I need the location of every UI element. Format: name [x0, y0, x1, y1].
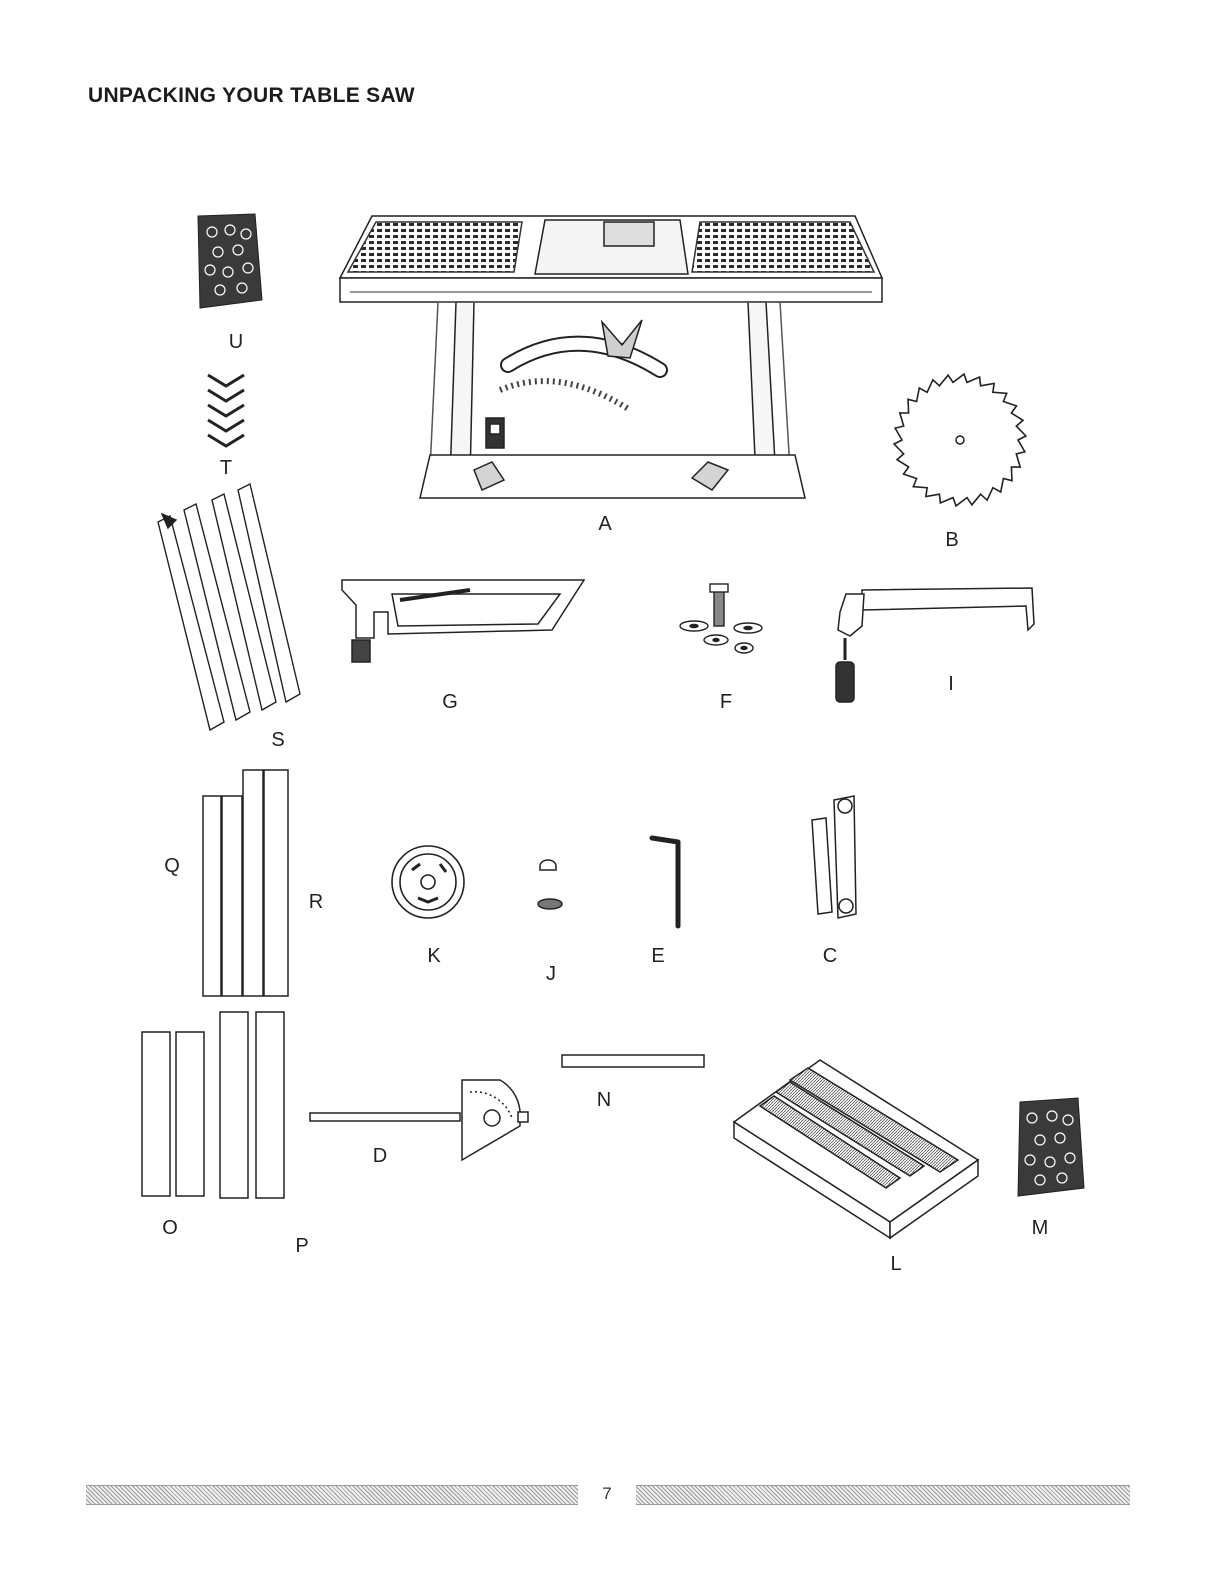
footer-rule-left — [86, 1485, 578, 1505]
part-label-p: P — [295, 1235, 308, 1257]
part-i-rip-fence-drawing — [835, 587, 1035, 703]
part-n-bar-drawing — [561, 1054, 705, 1068]
part-label-n: N — [597, 1089, 611, 1111]
part-label-g: G — [442, 691, 458, 713]
part-label-q: Q — [164, 855, 180, 877]
part-g-blade-guard-drawing — [341, 579, 586, 663]
part-s-legs-drawing — [157, 482, 301, 732]
part-label-m: M — [1032, 1217, 1049, 1239]
part-j-nut-washer-drawing — [537, 859, 563, 910]
part-f-hardware-drawing — [679, 583, 763, 654]
part-l-extension-table-drawing — [732, 1059, 980, 1240]
part-label-t: T — [220, 457, 232, 479]
part-label-a: A — [598, 513, 612, 535]
part-e-hex-key-drawing — [649, 835, 681, 929]
part-label-c: C — [823, 945, 837, 967]
part-label-e: E — [651, 945, 664, 967]
part-label-f: F — [720, 691, 732, 713]
part-b-saw-blade-drawing — [892, 372, 1028, 508]
part-label-r: R — [309, 891, 323, 913]
part-label-l: L — [890, 1253, 901, 1275]
footer-rule-right — [636, 1485, 1130, 1505]
part-u-hardware-bag-drawing — [197, 213, 263, 309]
part-t-clips-drawing — [207, 373, 245, 448]
part-label-b: B — [945, 529, 958, 551]
part-r-rails-drawing — [242, 769, 289, 997]
part-c-wrench-drawing — [811, 795, 857, 919]
part-p-supports-drawing — [219, 1011, 285, 1199]
part-label-k: K — [427, 945, 441, 967]
part-m-hardware-bag-drawing — [1017, 1097, 1085, 1197]
part-label-i: I — [948, 673, 954, 695]
part-d-miter-gauge-drawing — [309, 1079, 529, 1162]
part-o-supports-drawing — [141, 1031, 205, 1197]
page-title: UNPACKING YOUR TABLE SAW — [88, 84, 415, 107]
page-number: 7 — [602, 1484, 612, 1503]
part-label-u: U — [229, 331, 243, 353]
part-label-j: J — [546, 963, 556, 985]
part-q-rails-drawing — [202, 795, 243, 997]
part-a-table-saw-drawing — [338, 215, 884, 499]
part-label-o: O — [162, 1217, 178, 1239]
part-label-s: S — [271, 729, 284, 751]
part-label-d: D — [373, 1145, 387, 1167]
part-k-handwheel-drawing — [391, 845, 465, 919]
